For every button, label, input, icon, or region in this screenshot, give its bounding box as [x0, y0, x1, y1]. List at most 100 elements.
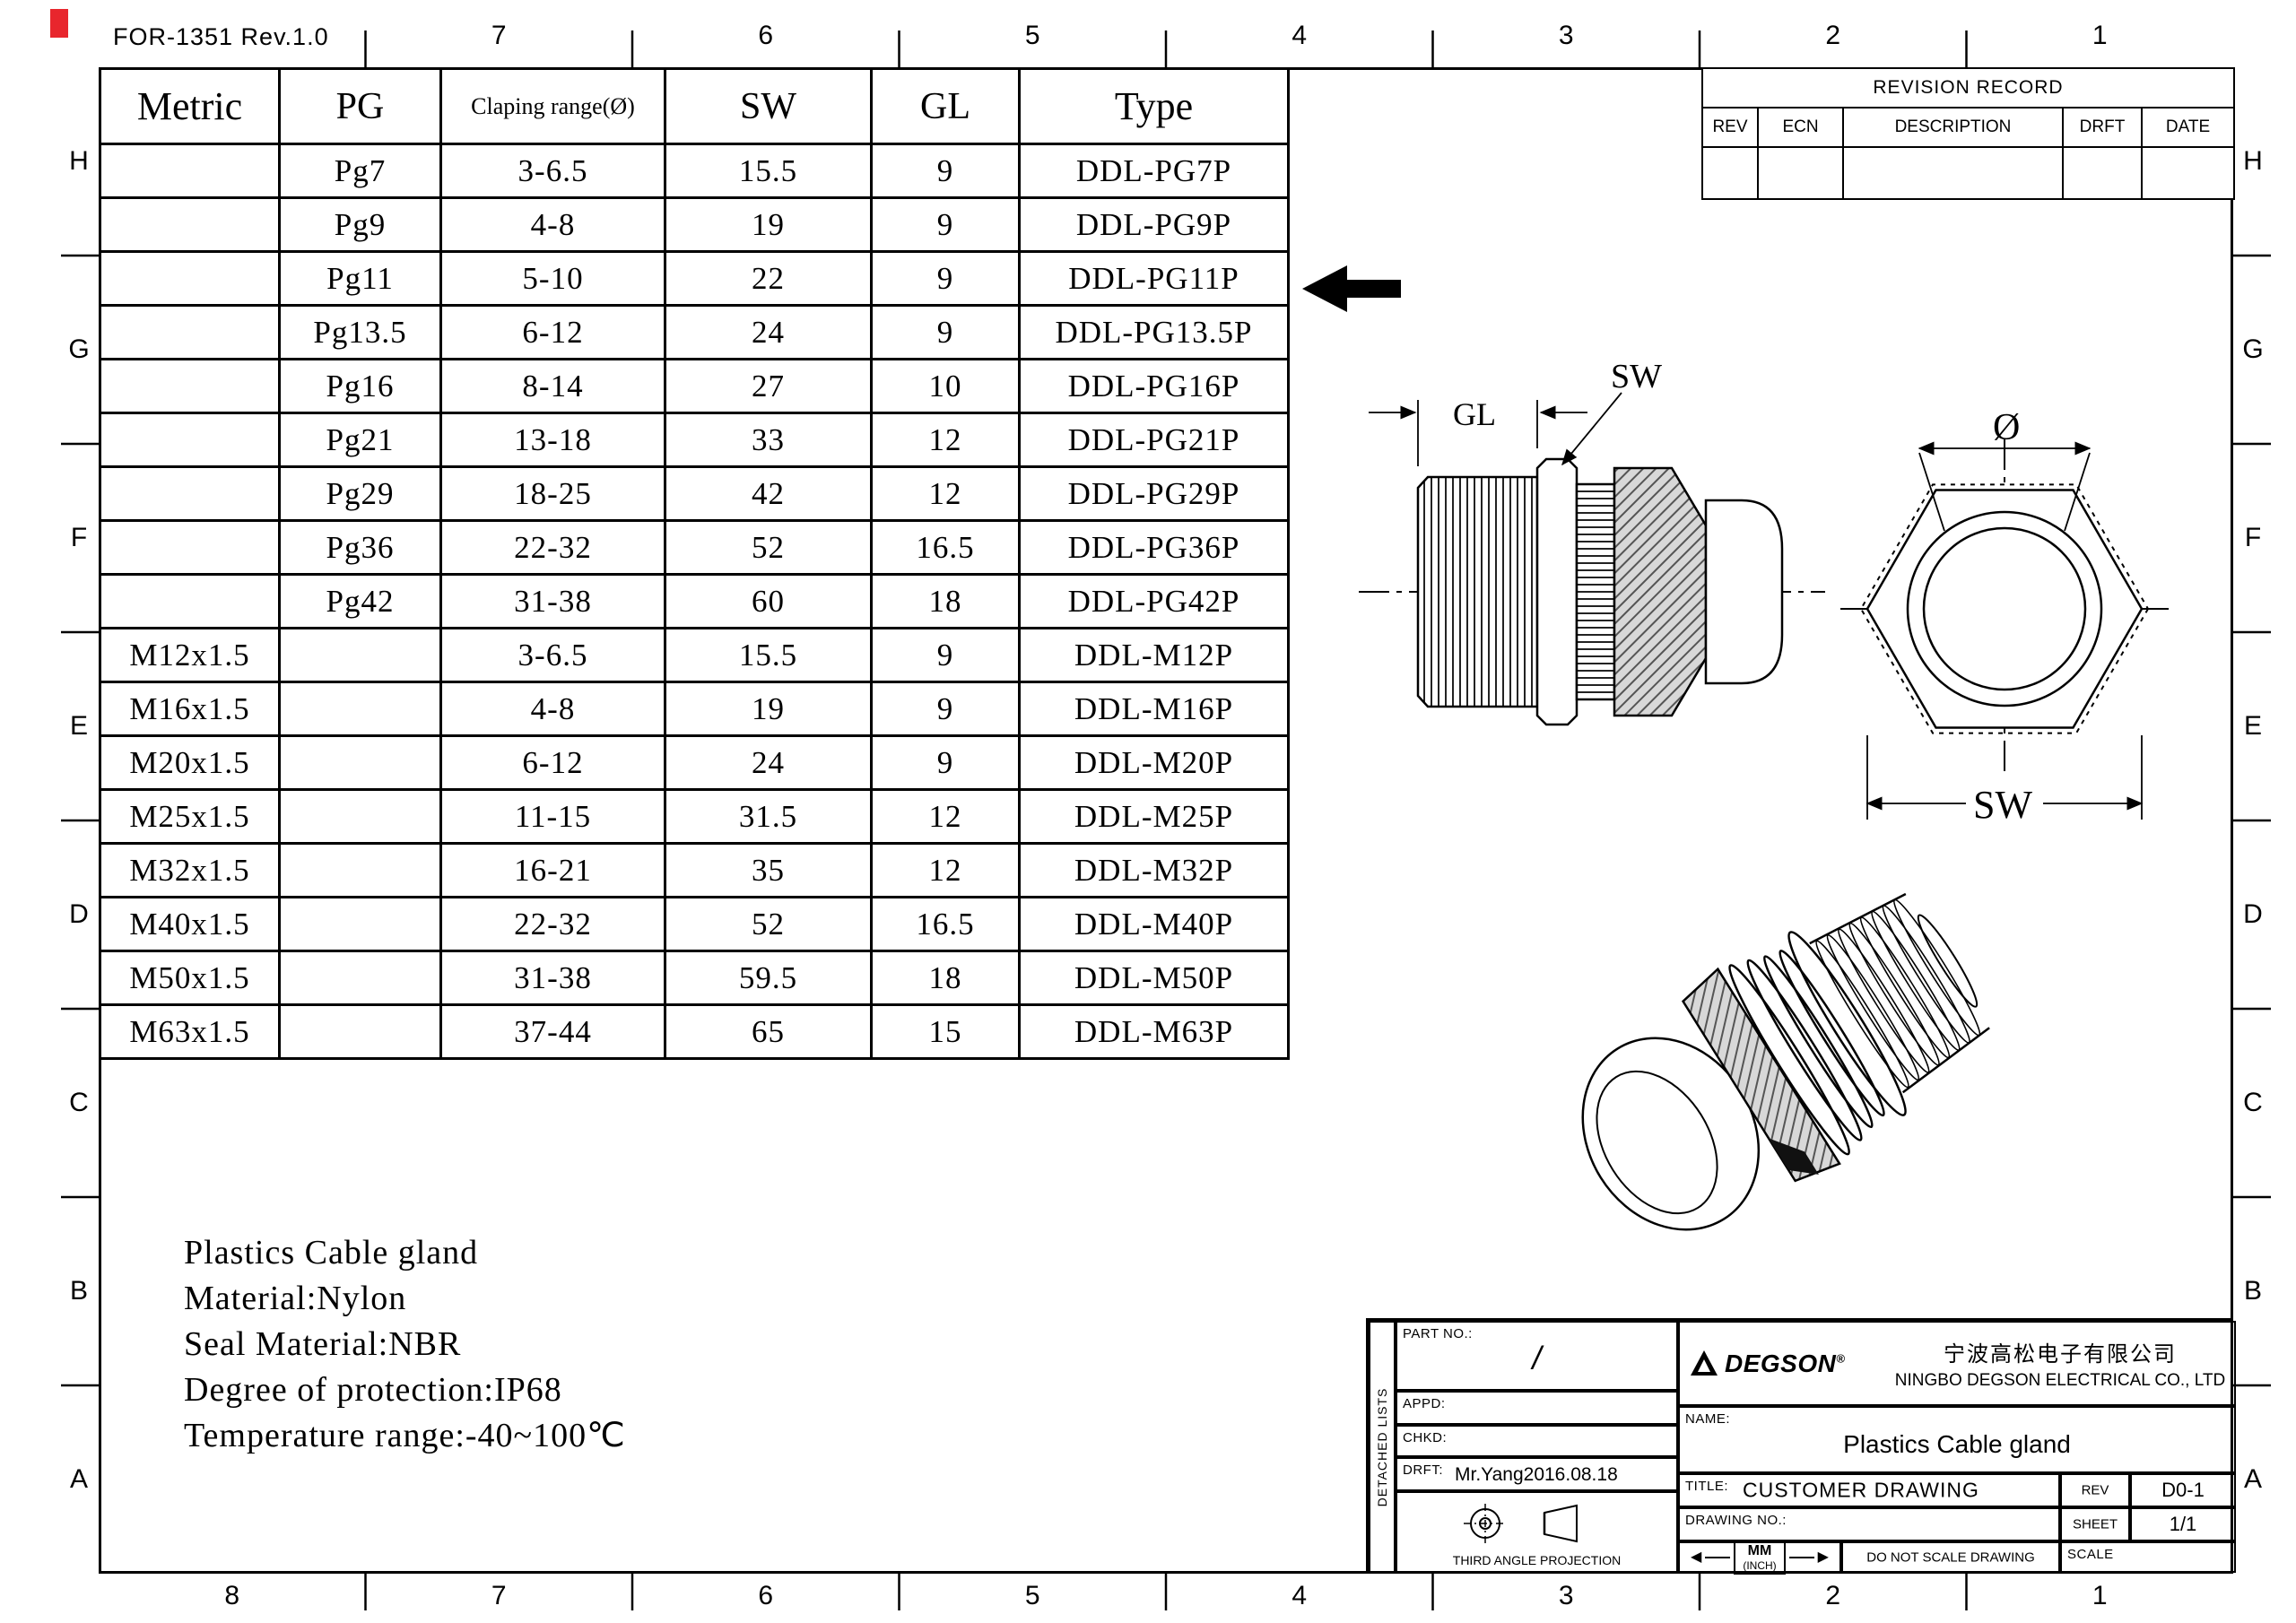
- zone-right-A: A: [2243, 1464, 2263, 1494]
- company-logo: DEGSON®: [1680, 1349, 1886, 1379]
- spec-col-header: Metric: [99, 67, 281, 145]
- rev-empty-cell: [1701, 146, 1759, 200]
- rev-col-header: REV: [1701, 107, 1759, 148]
- spec-table-cell: M12x1.5: [99, 627, 281, 683]
- projection-cell: THIRD ANGLE PROJECTION: [1396, 1491, 1678, 1573]
- rev-col-header: ECN: [1757, 107, 1844, 148]
- spec-table-cell: 9: [870, 681, 1021, 737]
- spec-table-cell: 12: [870, 842, 1021, 898]
- rev-col-header: DRFT: [2062, 107, 2143, 148]
- spec-table-cell: 59.5: [664, 950, 873, 1006]
- spec-table-cell: [99, 304, 281, 360]
- spec-table-cell: 60: [664, 573, 873, 629]
- zone-bottom-5: 5: [1024, 1581, 1040, 1610]
- zone-left-E: E: [69, 711, 89, 741]
- spec-table-cell: 42: [664, 465, 873, 522]
- zone-top-4: 4: [1292, 21, 1308, 50]
- detached-lists-strip: DETACHED LISTS: [1369, 1321, 1396, 1573]
- spec-table-cell: [99, 358, 281, 414]
- spec-col-header: Type: [1018, 67, 1290, 145]
- spec-table-cell: M63x1.5: [99, 1003, 281, 1060]
- rev-value-cell: D0-1: [2130, 1473, 2236, 1507]
- zone-top-7: 7: [491, 21, 507, 50]
- spec-table-cell: Pg7: [278, 143, 442, 199]
- spec-table-cell: 6-12: [439, 734, 666, 791]
- title-label: TITLE:: [1685, 1479, 1729, 1494]
- spec-table-cell: 9: [870, 250, 1021, 307]
- spec-table-cell: DDL-PG29P: [1018, 465, 1290, 522]
- spec-table-cell: [278, 788, 442, 845]
- part-no-value: /: [1532, 1339, 1542, 1376]
- chkd-label: CHKD:: [1403, 1430, 1448, 1445]
- spec-table-cell: Pg36: [278, 519, 442, 576]
- spec-table-cell: M32x1.5: [99, 842, 281, 898]
- sheet-label: SHEET: [2072, 1516, 2118, 1532]
- spec-table-cell: DDL-PG11P: [1018, 250, 1290, 307]
- zone-right-G: G: [2242, 334, 2264, 364]
- spec-table-cell: DDL-M12P: [1018, 627, 1290, 683]
- spec-table-cell: 52: [664, 519, 873, 576]
- note-line: Material:Nylon: [184, 1280, 407, 1317]
- spec-table-cell: 22-32: [439, 896, 666, 952]
- name-label: NAME:: [1685, 1411, 1731, 1427]
- spec-table-cell: 37-44: [439, 1003, 666, 1060]
- title-value: CUSTOMER DRAWING: [1743, 1478, 1979, 1502]
- rev-empty-cell: [1757, 146, 1844, 200]
- units-inch: (INCH): [1743, 1558, 1777, 1572]
- zone-top-6: 6: [758, 21, 774, 50]
- spec-table-cell: DDL-M63P: [1018, 1003, 1290, 1060]
- spec-col-header: PG: [278, 67, 442, 145]
- left-arrow-icon: ◀: [1691, 1549, 1702, 1565]
- spec-table-cell: 15.5: [664, 143, 873, 199]
- spec-table-cell: M20x1.5: [99, 734, 281, 791]
- spec-table-cell: 35: [664, 842, 873, 898]
- sheet-value-cell: 1/1: [2130, 1507, 2236, 1541]
- spec-table-cell: 4-8: [439, 681, 666, 737]
- spec-table-cell: DDL-M16P: [1018, 681, 1290, 737]
- zone-bottom-4: 4: [1292, 1581, 1308, 1610]
- drft-value: Mr.Yang2016.08.18: [1455, 1464, 1618, 1485]
- spec-table-cell: [278, 842, 442, 898]
- spec-table-cell: [99, 519, 281, 576]
- rev-empty-cell: [2062, 146, 2143, 200]
- spec-table-cell: 11-15: [439, 788, 666, 845]
- name-cell: NAME: Plastics Cable gland: [1678, 1406, 2236, 1473]
- spec-table-cell: 18: [870, 950, 1021, 1006]
- spec-table-cell: 15.5: [664, 627, 873, 683]
- spec-table-cell: 33: [664, 412, 873, 468]
- spec-table-cell: [99, 143, 281, 199]
- note-line: Temperature range:-40~100℃: [184, 1417, 626, 1454]
- rev-empty-cell: [1842, 146, 2064, 200]
- zone-left-H: H: [69, 146, 89, 176]
- zone-left-F: F: [70, 523, 88, 552]
- spec-table-cell: 12: [870, 465, 1021, 522]
- spec-table-cell: [99, 573, 281, 629]
- detached-lists-label: DETACHED LISTS: [1375, 1387, 1389, 1506]
- spec-table-cell: DDL-PG7P: [1018, 143, 1290, 199]
- spec-table-cell: 31-38: [439, 573, 666, 629]
- note-line: Plastics Cable gland: [184, 1234, 479, 1271]
- zone-bottom-6: 6: [758, 1581, 774, 1610]
- projection-label: THIRD ANGLE PROJECTION: [1452, 1553, 1622, 1567]
- degson-logo-icon: [1691, 1350, 1718, 1376]
- sheet-value: 1/1: [2169, 1513, 2197, 1535]
- zone-top-1: 1: [2092, 21, 2108, 50]
- spec-table-cell: M50x1.5: [99, 950, 281, 1006]
- zone-right-E: E: [2243, 711, 2263, 741]
- spec-table-cell: 18: [870, 573, 1021, 629]
- spec-col-header: Claping range(Ø): [439, 67, 666, 145]
- zone-bottom-2: 2: [1825, 1581, 1841, 1610]
- company-logo-text: DEGSON®: [1725, 1349, 1846, 1377]
- third-angle-projection-icon: [1464, 1504, 1578, 1543]
- spec-table-cell: Pg21: [278, 412, 442, 468]
